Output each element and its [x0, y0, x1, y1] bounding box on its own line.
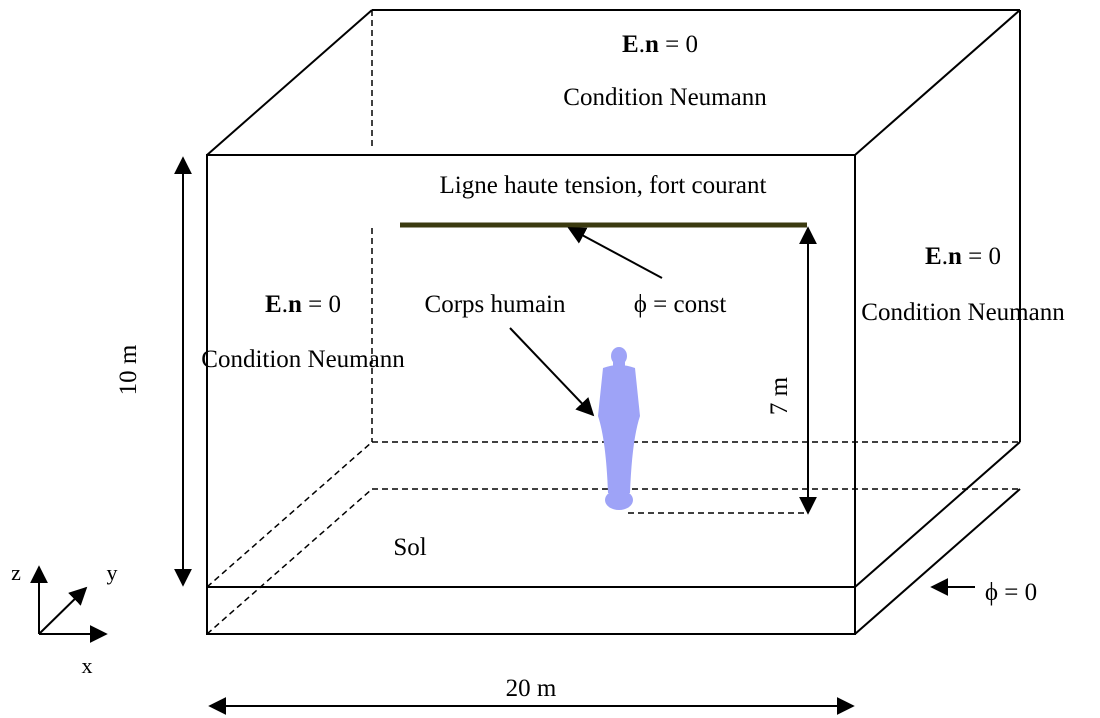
- bottom-right-depth-edge: [854, 488, 1021, 635]
- left-face-condition-label: Condition Neumann: [201, 346, 405, 373]
- z-axis-label: z: [11, 560, 21, 585]
- front-face: [206, 154, 856, 635]
- top-right-depth-edge: [854, 9, 1021, 156]
- coordinate-axes: [30, 565, 108, 643]
- bottom-left-depth-edge: [206, 488, 373, 635]
- high-voltage-line-label: Ligne haute tension, fort courant: [440, 172, 767, 199]
- line-height-dimension-label: 7 m: [766, 376, 793, 415]
- ground-surface-right-edge: [854, 441, 1021, 588]
- y-axis-arrow: [38, 586, 88, 635]
- line-potential-label: ϕ = const: [634, 291, 727, 318]
- body-pointer-arrow: [509, 327, 595, 417]
- ground-left-depth-edge: [206, 441, 373, 588]
- top-face-boundary-condition: E.n = 0: [622, 31, 698, 58]
- height-dimension-label: 10 m: [115, 344, 142, 395]
- top-face-condition-label: Condition Neumann: [563, 84, 767, 111]
- domain-box: [206, 9, 1021, 635]
- human-body-figure: [598, 347, 640, 510]
- line-pointer-arrow: [567, 227, 663, 279]
- y-axis-label: y: [107, 560, 118, 585]
- top-left-depth-edge: [206, 9, 373, 156]
- right-face-boundary-condition: E.n = 0: [925, 243, 1001, 270]
- left-face-boundary-condition: E.n = 0: [265, 291, 341, 318]
- x-axis-label: x: [82, 653, 93, 678]
- human-body-label: Corps humain: [425, 291, 566, 318]
- right-face-condition-label: Condition Neumann: [861, 299, 1065, 326]
- width-dimension-label: 20 m: [506, 675, 557, 702]
- ground-potential-label: ϕ = 0: [985, 579, 1037, 606]
- ground-label: Sol: [393, 534, 426, 561]
